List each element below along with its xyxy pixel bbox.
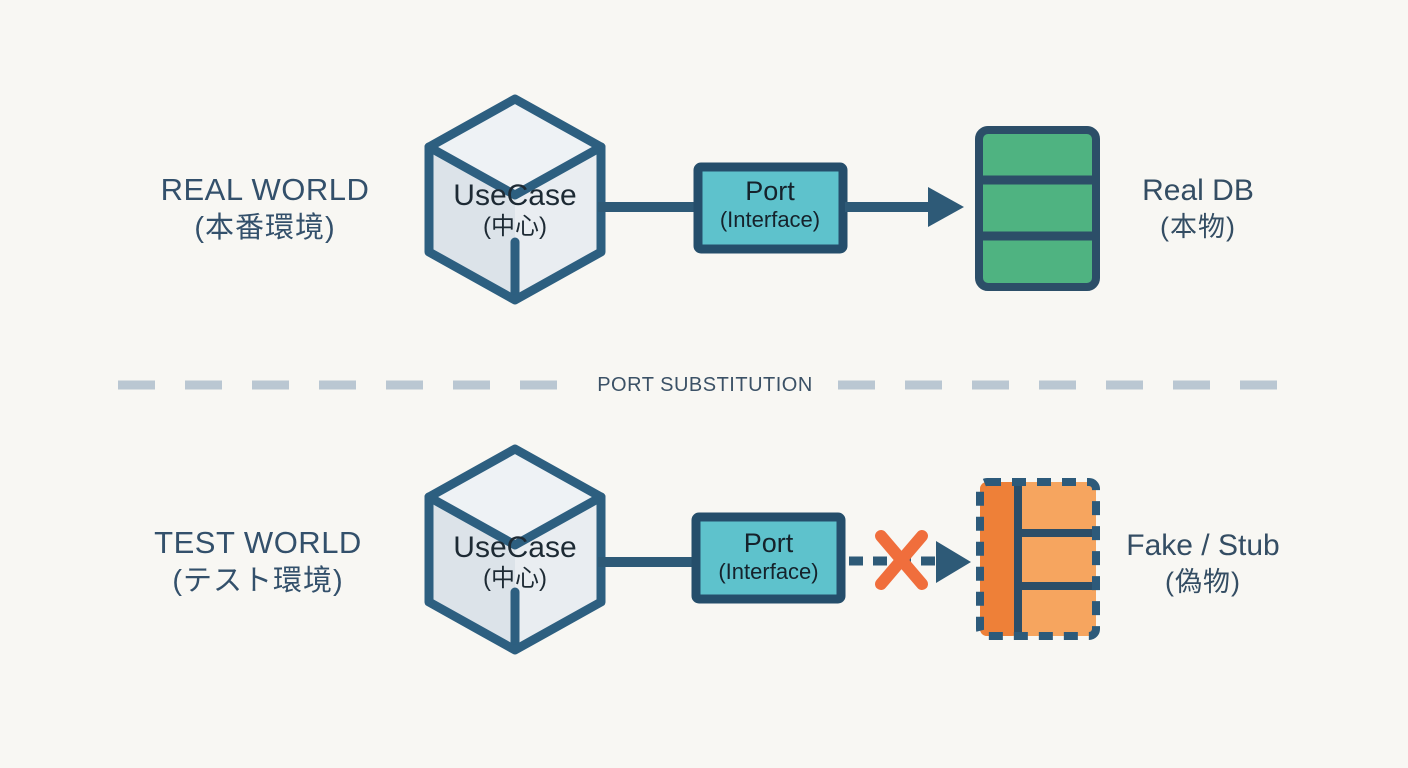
fake-stub-label: Fake / Stub (偽物) bbox=[1098, 527, 1308, 601]
test-world-label-jp: (テスト環境) bbox=[172, 565, 344, 597]
real-db-label-en: Real DB bbox=[1142, 174, 1254, 207]
usecase-label-test: UseCase (中心) bbox=[425, 532, 605, 594]
port-box-test bbox=[691, 512, 846, 604]
port-label-test-title: Port bbox=[743, 528, 794, 558]
usecase-label-real: UseCase (中心) bbox=[425, 180, 605, 242]
usecase-label-test-en: UseCase bbox=[453, 531, 577, 564]
usecase-label-real-en: UseCase bbox=[453, 179, 577, 212]
port-label-real: Port (Interface) bbox=[694, 176, 846, 234]
fake-stub-label-jp: (偽物) bbox=[1165, 567, 1241, 597]
usecase-cube-icon-test bbox=[424, 444, 606, 655]
arrow-head-icon-test bbox=[936, 541, 971, 583]
real-world-label: REAL WORLD (本番環境) bbox=[115, 171, 415, 247]
port-label-test-sub: (Interface) bbox=[718, 559, 819, 584]
real-world-label-jp: (本番環境) bbox=[194, 212, 336, 244]
test-world-label: TEST WORLD (テスト環境) bbox=[108, 524, 408, 600]
real-db-icon bbox=[975, 126, 1100, 291]
test-world-label-en: TEST WORLD bbox=[154, 525, 362, 560]
real-world-label-en: REAL WORLD bbox=[160, 172, 370, 207]
usecase-label-real-jp: (中心) bbox=[483, 213, 547, 240]
arrow-right-icon-real bbox=[845, 187, 964, 227]
fake-db-icon bbox=[976, 478, 1100, 640]
usecase-cube-icon-real bbox=[424, 94, 606, 305]
port-label-test: Port (Interface) bbox=[692, 528, 845, 586]
real-db-label: Real DB (本物) bbox=[1098, 172, 1298, 246]
x-mark-icon bbox=[875, 530, 928, 590]
port-box-real bbox=[693, 162, 848, 254]
usecase-label-test-jp: (中心) bbox=[483, 565, 547, 592]
real-db-label-jp: (本物) bbox=[1160, 212, 1236, 242]
port-substitution-label: PORT SUBSTITUTION bbox=[597, 374, 813, 396]
fake-stub-label-en: Fake / Stub bbox=[1126, 529, 1280, 562]
port-label-real-title: Port bbox=[745, 176, 795, 206]
port-label-real-sub: (Interface) bbox=[719, 207, 821, 232]
